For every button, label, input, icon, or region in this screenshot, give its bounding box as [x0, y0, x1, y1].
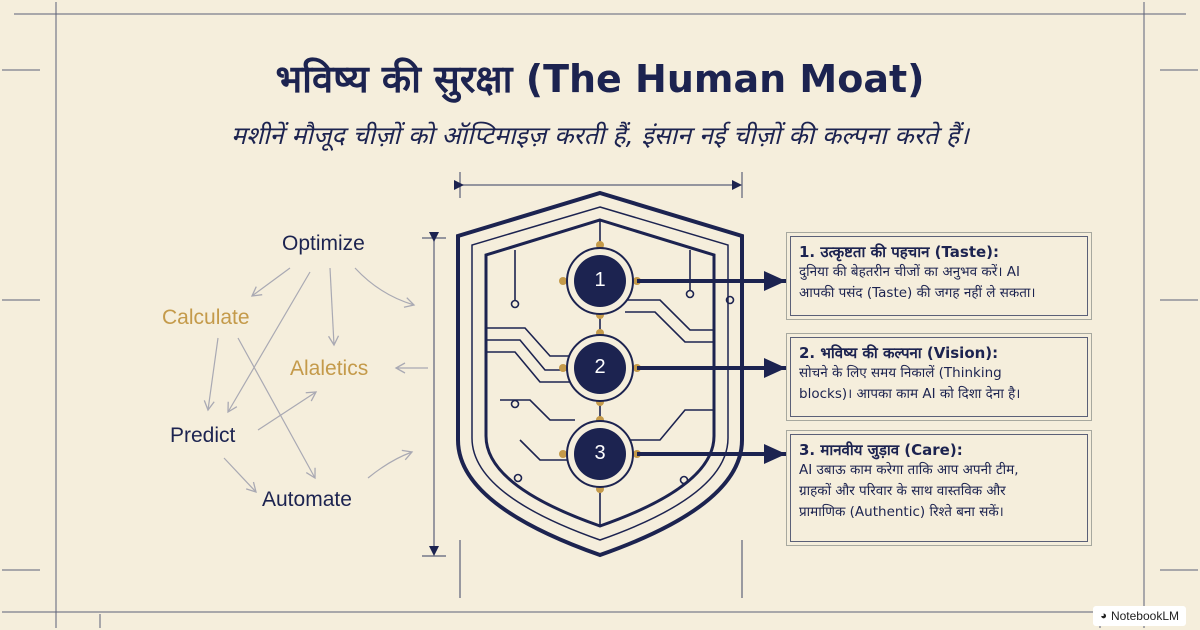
shield-mid [471, 206, 729, 541]
card-care-line-3: प्रामाणिक (Authentic) रिश्ते बना सकें। [799, 504, 1004, 520]
shield-outer [456, 190, 744, 558]
step-circle-3 [566, 420, 634, 488]
card-care-line-1: AI उबाऊ काम करेगा ताकि आप अपनी टीम, [799, 462, 1019, 478]
page-subtitle: मशीनें मौजूद चीज़ों को ऑप्टिमाइज़ करती ह… [231, 121, 969, 150]
card-vision-line-1: सोचने के लिए समय निकालें (Thinking [799, 365, 1002, 381]
notebooklm-logo-icon: ◕ [1100, 610, 1107, 622]
card-vision-line-2: blocks)। आपका काम AI को दिशा देना है। [799, 386, 1021, 402]
machine-word-arrows [203, 267, 428, 493]
card-taste: 1. उत्कृष्टता की पहचान (Taste): दुनिया क… [786, 232, 1092, 320]
word-analytics: Alaletics [290, 357, 369, 380]
notebooklm-badge: ◕ NotebookLM [1093, 606, 1186, 626]
word-predict: Predict [170, 424, 236, 447]
word-automate: Automate [262, 488, 352, 511]
dimension-lines [422, 172, 743, 598]
step-circle-1 [566, 247, 634, 315]
step-number-1: 1 [594, 269, 606, 291]
step-number-2: 2 [594, 356, 606, 378]
card-taste-title: 1. उत्कृष्टता की पहचान (Taste): [799, 243, 1000, 261]
word-optimize: Optimize [282, 232, 365, 255]
step-arrows [637, 271, 786, 464]
step-number-3: 3 [594, 442, 606, 464]
card-care: 3. मानवीय जुड़ाव (Care): AI उबाऊ काम करे… [786, 430, 1092, 546]
card-taste-line-1: दुनिया की बेहतरीन चीजों का अनुभव करें। A… [799, 264, 1020, 280]
card-vision-title: 2. भविष्य की कल्पना (Vision): [799, 344, 999, 362]
card-vision: 2. भविष्य की कल्पना (Vision): सोचने के ल… [786, 333, 1092, 421]
card-care-line-2: ग्राहकों और परिवार के साथ वास्तविक और [799, 483, 1006, 499]
step-circle-2 [566, 334, 634, 402]
brand-label: NotebookLM [1110, 609, 1179, 623]
card-taste-line-2: आपकी पसंद (Taste) की जगह नहीं ले सकता। [799, 285, 1036, 301]
circuit-traces [486, 250, 735, 485]
word-calculate: Calculate [162, 306, 250, 329]
card-care-title: 3. मानवीय जुड़ाव (Care): [799, 441, 963, 459]
step-circles [566, 247, 634, 488]
page-title: भविष्य की सुरक्षा (The Human Moat) [275, 57, 925, 101]
